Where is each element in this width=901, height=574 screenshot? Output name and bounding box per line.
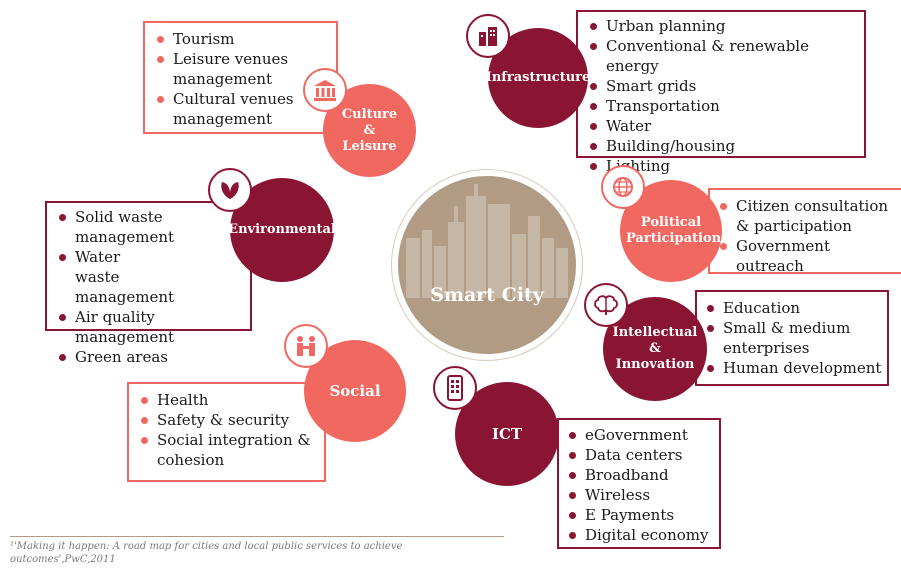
list-item: Tourism xyxy=(151,29,330,49)
list-item: Solid waste management xyxy=(53,207,244,247)
infrastructure-label: Infrastructure xyxy=(485,70,591,85)
social-label: Social xyxy=(329,382,381,400)
ict-label: ICT xyxy=(491,425,523,443)
list-item: Education xyxy=(701,298,883,318)
list-item: Citizen consultation & participation xyxy=(714,196,897,236)
infrastructure-circle: Infrastructure xyxy=(485,28,591,128)
city-skyline-icon xyxy=(406,184,568,298)
smart-city-center-circle: Smart City xyxy=(392,170,582,360)
list-item: eGovernment xyxy=(563,425,715,445)
list-item: Health xyxy=(135,390,318,410)
museum-icon xyxy=(303,68,347,112)
list-item: Water waste management xyxy=(53,247,244,307)
handshake-icon xyxy=(284,324,328,368)
environmental-label: Environmental xyxy=(228,222,336,237)
intellectual-innovation-label: Intellectual & Innovation xyxy=(612,325,698,372)
list-item: Conventional & renewable energy xyxy=(584,36,858,76)
list-item: Urban planning xyxy=(584,16,858,36)
globe-icon xyxy=(601,165,645,209)
list-item: Safety & security xyxy=(135,410,318,430)
list-item: Leisure venues management xyxy=(151,49,330,89)
list-item: Transportation xyxy=(584,96,858,116)
buildings-icon xyxy=(466,14,510,58)
list-item: Wireless xyxy=(563,485,715,505)
list-item: Human development xyxy=(701,358,883,378)
list-item: Smart grids xyxy=(584,76,858,96)
list-item: Social integration & cohesion xyxy=(135,430,318,470)
list-item: Water xyxy=(584,116,858,136)
footnote: ¹'Making it happen: A road map for citie… xyxy=(10,541,403,565)
political-participation-label: Political Participation xyxy=(626,215,722,246)
list-item: Small & medium enterprises xyxy=(701,318,883,358)
list-item: Government outreach xyxy=(714,236,897,276)
list-item: E Payments xyxy=(563,505,715,525)
brain-icon xyxy=(584,283,628,327)
list-item: Green areas xyxy=(53,347,244,367)
list-item: Digital economy xyxy=(563,525,715,545)
list-item: Building/housing xyxy=(584,136,858,156)
social-list-box: Health Safety & security Social integrat… xyxy=(127,382,326,482)
leaf-icon xyxy=(208,168,252,212)
footnote-divider xyxy=(10,536,504,537)
list-item: Air quality management xyxy=(53,307,244,347)
phone-icon xyxy=(433,366,477,410)
environmental-list-box: Solid waste management Water waste manag… xyxy=(45,201,252,366)
political-participation-circle: Political Participation xyxy=(620,180,722,282)
list-item: Broadband xyxy=(563,465,715,485)
center-label: Smart City xyxy=(430,284,544,306)
list-item: Cultural venues management xyxy=(151,89,330,129)
list-item: Data centers xyxy=(563,445,715,465)
culture-leisure-label: Culture & Leisure xyxy=(341,106,398,154)
intellectual-innovation-list-box: Education Small & medium enterprises Hum… xyxy=(695,290,889,386)
political-participation-list-box: Citizen consultation & participation Gov… xyxy=(708,188,901,276)
infrastructure-list-box: Urban planning Conventional & renewable … xyxy=(576,10,866,175)
ict-list-box: eGovernment Data centers Broadband Wirel… xyxy=(557,418,721,549)
